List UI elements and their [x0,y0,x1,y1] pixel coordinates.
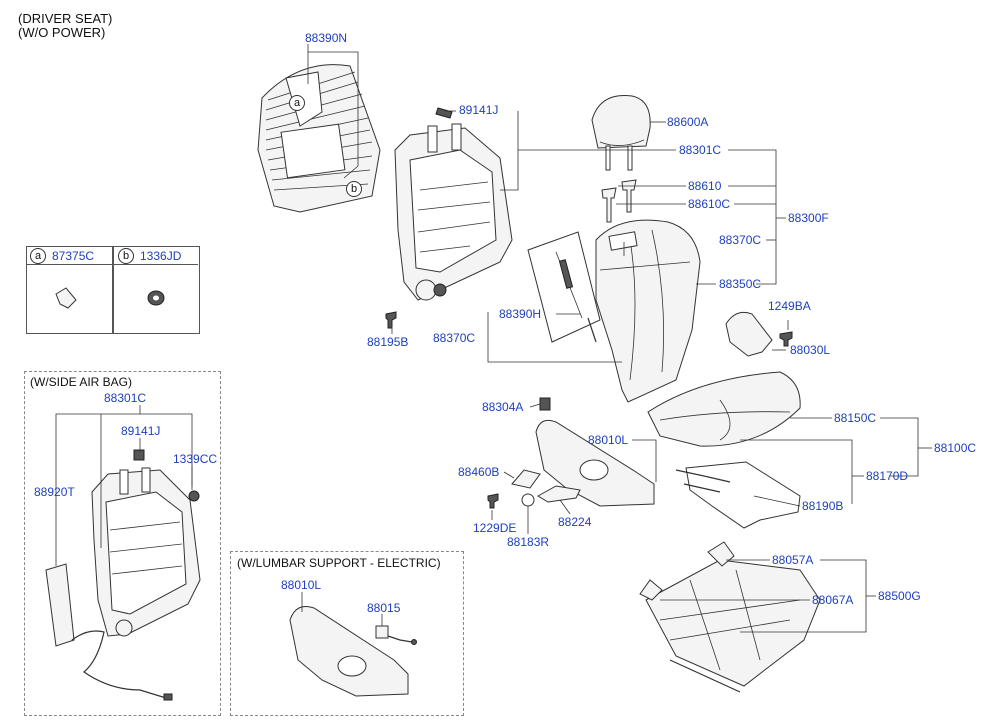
side-shield-drawing [535,397,655,507]
part-88190b[interactable]: 88190B [802,499,844,513]
part-88370c-right[interactable]: 88370C [719,233,762,247]
side-shield-back-drawing [725,311,793,357]
airbag-part-88301c[interactable]: 88301C [104,391,147,405]
headrest-guides-drawing [601,179,637,223]
lumbar-part-88010l[interactable]: 88010L [281,578,322,592]
callout-b: b [346,181,362,197]
part-88010l[interactable]: 88010L [588,433,629,447]
part-88301c[interactable]: 88301C [679,143,722,157]
part-88610[interactable]: 88610 [688,179,722,193]
legend-marker-a: a [30,248,46,264]
part-88460b[interactable]: 88460B [458,465,500,479]
lumbar-switch-drawing [375,625,417,645]
part-88304a[interactable]: 88304A [482,400,524,414]
part-88195b[interactable]: 88195B [367,335,409,349]
bolt-88195b-drawing [385,311,397,329]
seat-back-cushion-drawing [595,219,701,403]
part-88150c[interactable]: 88150C [834,411,877,425]
part-88067a[interactable]: 88067A [812,593,854,607]
seat-cushion-drawing [647,371,801,447]
airbag-variant-title: (W/SIDE AIR BAG) [30,375,133,389]
seat-back-frame-drawing [394,107,513,301]
part-88350c[interactable]: 88350C [719,277,762,291]
seat-track-drawing [639,541,821,693]
part-88100c[interactable]: 88100C [934,441,977,455]
airbag-variant-box [24,371,221,716]
lumbar-shield-drawing [289,606,409,697]
title-driver-seat: (DRIVER SEAT) [18,11,113,26]
legend-cell-b [112,246,200,334]
airbag-part-1339cc[interactable]: 1339CC [173,452,218,466]
airbag-part-89141j[interactable]: 89141J [121,424,161,438]
legend-code-b[interactable]: 1336JD [140,249,182,263]
lumbar-variant-box [230,551,464,716]
title-without-power: (W/O POWER) [18,25,106,40]
airbag-part-88920t[interactable]: 88920T [34,485,75,499]
part-88170d[interactable]: 88170D [866,469,909,483]
callout-a: a [289,95,305,111]
part-88390n[interactable]: 88390N [305,31,348,45]
legend-header-row [26,246,198,265]
seat-pad-drawing [675,461,801,529]
leader-lines [55,44,932,633]
part-88370c-left[interactable]: 88370C [433,331,476,345]
lumbar-support-drawing [527,231,601,343]
legend-cell-a [26,246,114,334]
part-88500g[interactable]: 88500G [878,589,921,603]
airbag-frame-drawing [91,449,201,637]
part-1229de[interactable]: 1229DE [473,521,517,535]
legend-marker-b: b [118,248,134,264]
part-88610c[interactable]: 88610C [688,197,731,211]
part-88300f[interactable]: 88300F [788,211,829,225]
part-1249ba[interactable]: 1249BA [768,299,811,313]
part-88030l[interactable]: 88030L [790,343,831,357]
lumbar-part-88015[interactable]: 88015 [367,601,401,615]
lumbar-variant-title: (W/LUMBAR SUPPORT - ELECTRIC) [237,556,441,570]
headrest-drawing [591,95,651,171]
recline-lever-drawing [487,469,581,509]
legend-code-a[interactable]: 87375C [52,249,95,263]
part-88224[interactable]: 88224 [558,515,592,529]
part-88390h[interactable]: 88390H [499,307,542,321]
side-airbag-module-drawing [45,563,173,701]
part-88183r[interactable]: 88183R [507,535,550,549]
part-88600a[interactable]: 88600A [667,115,709,129]
part-88057a[interactable]: 88057A [772,553,814,567]
part-89141j[interactable]: 89141J [459,103,499,117]
